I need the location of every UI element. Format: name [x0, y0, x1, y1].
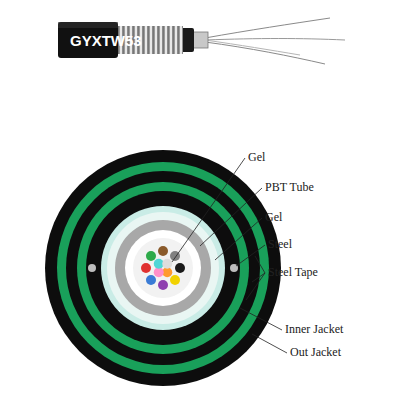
cable-cross-section: [45, 150, 281, 386]
optical-fiber: [158, 280, 168, 290]
callout-label: Out Jacket: [290, 346, 341, 358]
callout-label: Gel: [248, 151, 265, 163]
callout-label: Steel: [268, 238, 292, 250]
cable-name: GYXTW53: [70, 33, 142, 48]
optical-fiber: [146, 251, 156, 261]
optical-fiber: [141, 263, 151, 273]
cable-side-view: [58, 18, 345, 64]
optical-fiber: [146, 275, 156, 285]
optical-fiber: [158, 246, 168, 256]
optical-fiber: [162, 259, 172, 269]
optical-fiber: [175, 263, 185, 273]
callout-label: Gel: [265, 211, 282, 223]
callout-label: Inner Jacket: [285, 323, 343, 335]
optical-fiber: [170, 275, 180, 285]
callout-label: Steel Tape: [268, 266, 318, 278]
callout-label: PBT Tube: [265, 181, 314, 193]
